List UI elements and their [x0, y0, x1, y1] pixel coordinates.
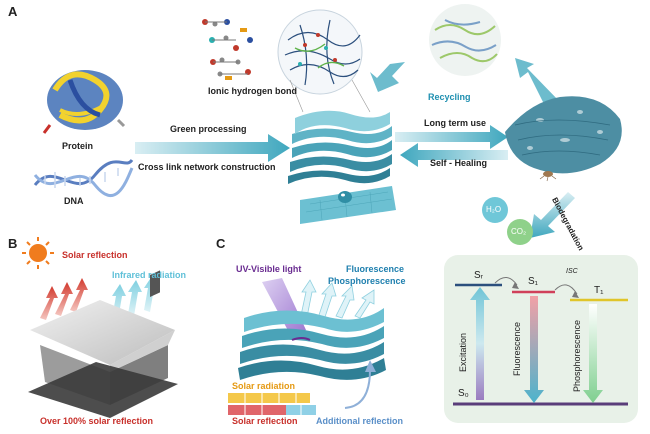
h2o-label: H₂O	[486, 205, 502, 214]
energy-levels	[453, 283, 628, 406]
energy-arrows	[470, 277, 603, 403]
isc-label: ISC	[566, 268, 578, 275]
sun-icon	[22, 237, 54, 269]
recycled-fibers	[429, 4, 501, 76]
solar-reflection-label-c: Solar reflection	[232, 416, 298, 426]
long-term-use-label: Long term use	[424, 118, 487, 128]
over-100-label: Over 100% solar reflection	[40, 416, 154, 426]
additional-reflection-label: Additional reflection	[316, 416, 404, 426]
microbe-bug	[539, 171, 557, 182]
protein-label: Protein	[62, 141, 94, 151]
emission-arrows	[299, 279, 375, 323]
panel-label-b: B	[8, 236, 18, 251]
sr-label: Sᵣ	[474, 270, 484, 281]
biodegradation-arrow	[530, 192, 575, 238]
panel-label-a: A	[8, 4, 18, 19]
protein-illustration	[42, 70, 126, 134]
h2o-droplet	[482, 197, 508, 223]
cross-link-label: Cross link network construction	[138, 162, 276, 172]
flat-film-droplet	[300, 186, 396, 224]
uv-visible-label: UV-Visible light	[236, 264, 302, 274]
green-processing-label: Green processing	[170, 124, 247, 134]
solar-radiation-bars	[228, 393, 310, 403]
long-term-use-arrow	[395, 125, 508, 149]
solar-reflection-arrows	[40, 278, 88, 320]
recycle-up-arrow	[515, 58, 560, 112]
t1-label: T₁	[594, 285, 604, 296]
layered-film-c	[238, 308, 386, 380]
phosphorescence-label-c: Phosphorescence	[328, 276, 406, 286]
dna-label: DNA	[64, 196, 84, 206]
co2-droplet	[507, 219, 533, 245]
s0-label: S₀	[458, 388, 469, 399]
molecule-sketches	[202, 19, 253, 80]
excitation-label: Excitation	[458, 332, 468, 372]
fluorescence-energy-label: Fluorescence	[512, 321, 522, 376]
green-processing-arrow	[135, 134, 290, 162]
solar-radiation-label: Solar radiation	[232, 381, 296, 391]
house-illustration	[28, 270, 178, 418]
dna-illustration	[33, 158, 134, 197]
network-zoom-circle	[277, 9, 363, 95]
infrared-radiation-label: Infrared radiation	[112, 270, 187, 280]
co2-label: CO₂	[511, 227, 527, 236]
ionic-bond-label: Ionic hydrogen bond	[208, 86, 297, 96]
additional-reflection-arrow	[344, 369, 371, 409]
recycling-label: Recycling	[428, 92, 471, 102]
layered-film-a	[288, 110, 392, 184]
fluorescence-label-c: Fluorescence	[346, 264, 405, 274]
self-healing-arrow	[400, 143, 508, 167]
solar-reflection-bars	[228, 405, 316, 415]
self-healing-label: Self - Healing	[430, 158, 488, 168]
damaged-film	[505, 96, 622, 174]
panel-label-c: C	[216, 236, 226, 251]
s1-label: S₁	[528, 276, 539, 287]
phosphorescence-energy-label: Phosphorescence	[572, 319, 582, 392]
solar-reflection-label-b: Solar reflection	[62, 250, 128, 260]
recycling-arrow	[370, 62, 405, 92]
